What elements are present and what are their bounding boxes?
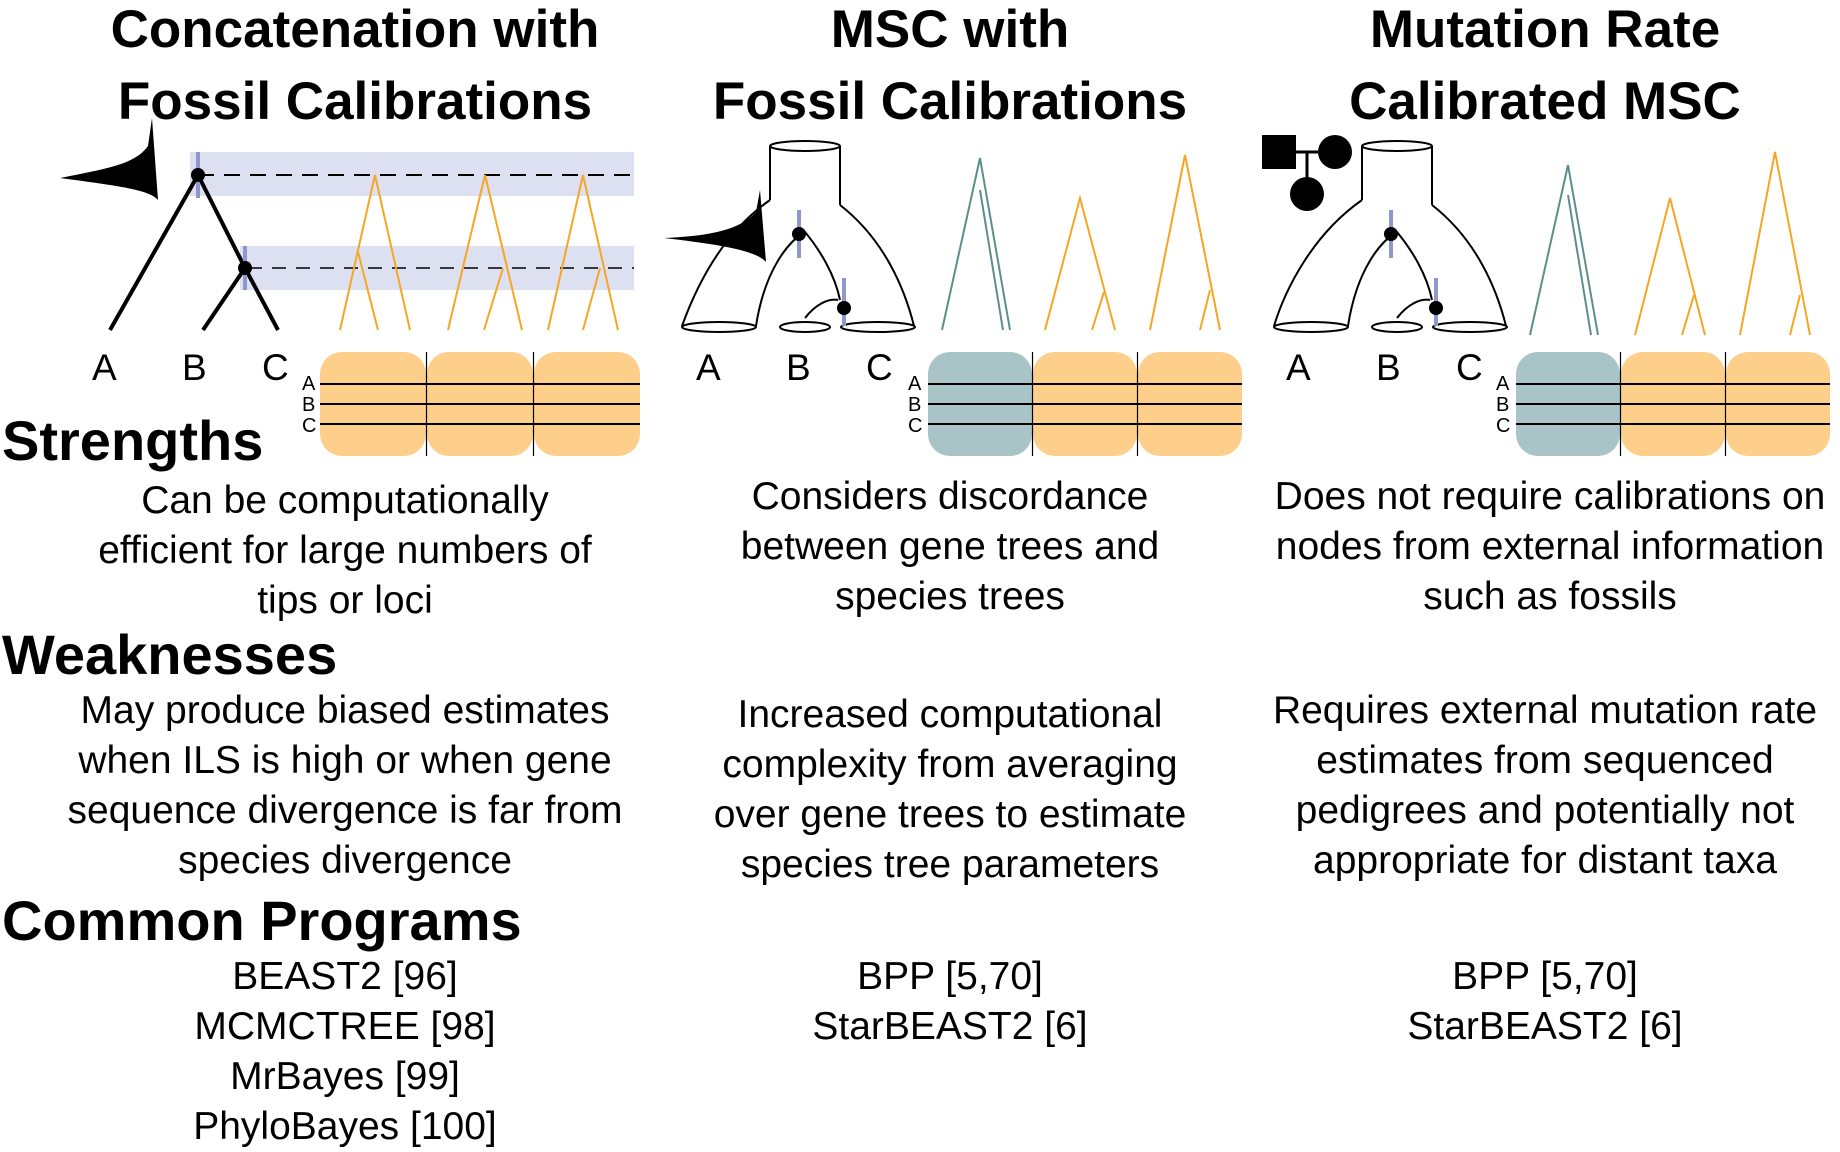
tip-label-a: A xyxy=(92,347,117,388)
tip-label-a: A xyxy=(1286,347,1311,388)
program-1-3: MrBayes [99] xyxy=(230,1055,460,1098)
node-root xyxy=(1384,227,1398,241)
column-1-title-line-1: Concatenation with xyxy=(110,0,600,59)
gene-tree-orange-1 xyxy=(1634,197,1706,336)
species-tree-tube xyxy=(1273,140,1508,333)
gene-tree-2 xyxy=(447,174,523,331)
seq-label-b: B xyxy=(1496,394,1510,416)
column-3-title-line-2: Calibrated MSC xyxy=(1349,72,1741,131)
tip-label-b: B xyxy=(786,347,811,388)
column-2-title-line-2: Fossil Calibrations xyxy=(712,72,1188,131)
program-2-1: BPP [5,70] xyxy=(857,955,1043,998)
seq-label-c: C xyxy=(908,415,923,437)
strength-text-1: Can be computationally efficient for lar… xyxy=(98,479,592,622)
column-3-title-line-1: Mutation Rate xyxy=(1369,0,1721,59)
node-bc xyxy=(1429,301,1443,315)
seq-label-c: C xyxy=(1496,415,1511,437)
seq-label-a: A xyxy=(302,373,316,395)
weakness-text-3: Requires external mutation rate estimate… xyxy=(1272,689,1818,882)
concatenation-tree-panel xyxy=(60,118,640,456)
pedigree-icon xyxy=(1262,135,1352,211)
program-1-1: BEAST2 [96] xyxy=(232,955,458,998)
program-3-2: StarBEAST2 [6] xyxy=(1407,1005,1683,1048)
column-2-title-line-1: MSC with xyxy=(830,0,1070,59)
program-3-1: BPP [5,70] xyxy=(1452,955,1638,998)
heading-weaknesses: Weaknesses xyxy=(2,623,338,686)
heading-strengths: Strengths xyxy=(2,409,264,472)
species-tree-branch-bc xyxy=(196,174,247,269)
gene-tree-1 xyxy=(339,174,411,331)
node-root xyxy=(792,227,806,241)
gene-tree-teal xyxy=(941,157,1011,331)
gene-tree-3 xyxy=(547,174,619,331)
gene-tree-orange-2 xyxy=(1149,154,1221,331)
species-tree-branch-a xyxy=(108,174,200,331)
heading-common-programs: Common Programs xyxy=(2,889,522,952)
program-2-2: StarBEAST2 [6] xyxy=(812,1005,1088,1048)
tip-label-b: B xyxy=(182,347,207,388)
seq-label-b: B xyxy=(302,394,316,416)
mutation-rate-tree-panel xyxy=(1262,135,1830,456)
fossil-prior-distribution xyxy=(60,118,158,200)
msc-tree-panel xyxy=(664,140,1242,456)
weakness-text-1: May produce biased estimates when ILS is… xyxy=(67,689,623,882)
tip-label-c: C xyxy=(866,347,893,388)
node-bc xyxy=(837,301,851,315)
weakness-text-2: Increased computational complexity from … xyxy=(713,693,1187,886)
tip-label-c: C xyxy=(262,347,289,388)
species-tree-branch-c xyxy=(243,267,280,331)
strength-text-3: Does not require calibrations on nodes f… xyxy=(1274,475,1826,618)
strength-text-2: Considers discordance between gene trees… xyxy=(740,475,1160,618)
gene-tree-orange-2 xyxy=(1739,151,1811,336)
node-bc xyxy=(238,261,252,275)
seq-label-a: A xyxy=(908,373,922,395)
program-1-2: MCMCTREE [98] xyxy=(194,1005,496,1048)
gene-tree-orange-1 xyxy=(1044,194,1116,331)
tip-label-c: C xyxy=(1456,347,1483,388)
tip-label-b: B xyxy=(1376,347,1401,388)
gene-tree-teal xyxy=(1529,164,1599,336)
tip-label-a: A xyxy=(696,347,721,388)
seq-label-a: A xyxy=(1496,373,1510,395)
species-tree-branch-b xyxy=(201,266,247,332)
program-1-4: PhyloBayes [100] xyxy=(193,1105,497,1148)
node-root xyxy=(191,168,205,182)
column-1-title-line-2: Fossil Calibrations xyxy=(117,72,593,131)
seq-label-c: C xyxy=(302,415,317,437)
seq-label-b: B xyxy=(908,394,922,416)
fossil-prior-distribution xyxy=(664,190,766,262)
